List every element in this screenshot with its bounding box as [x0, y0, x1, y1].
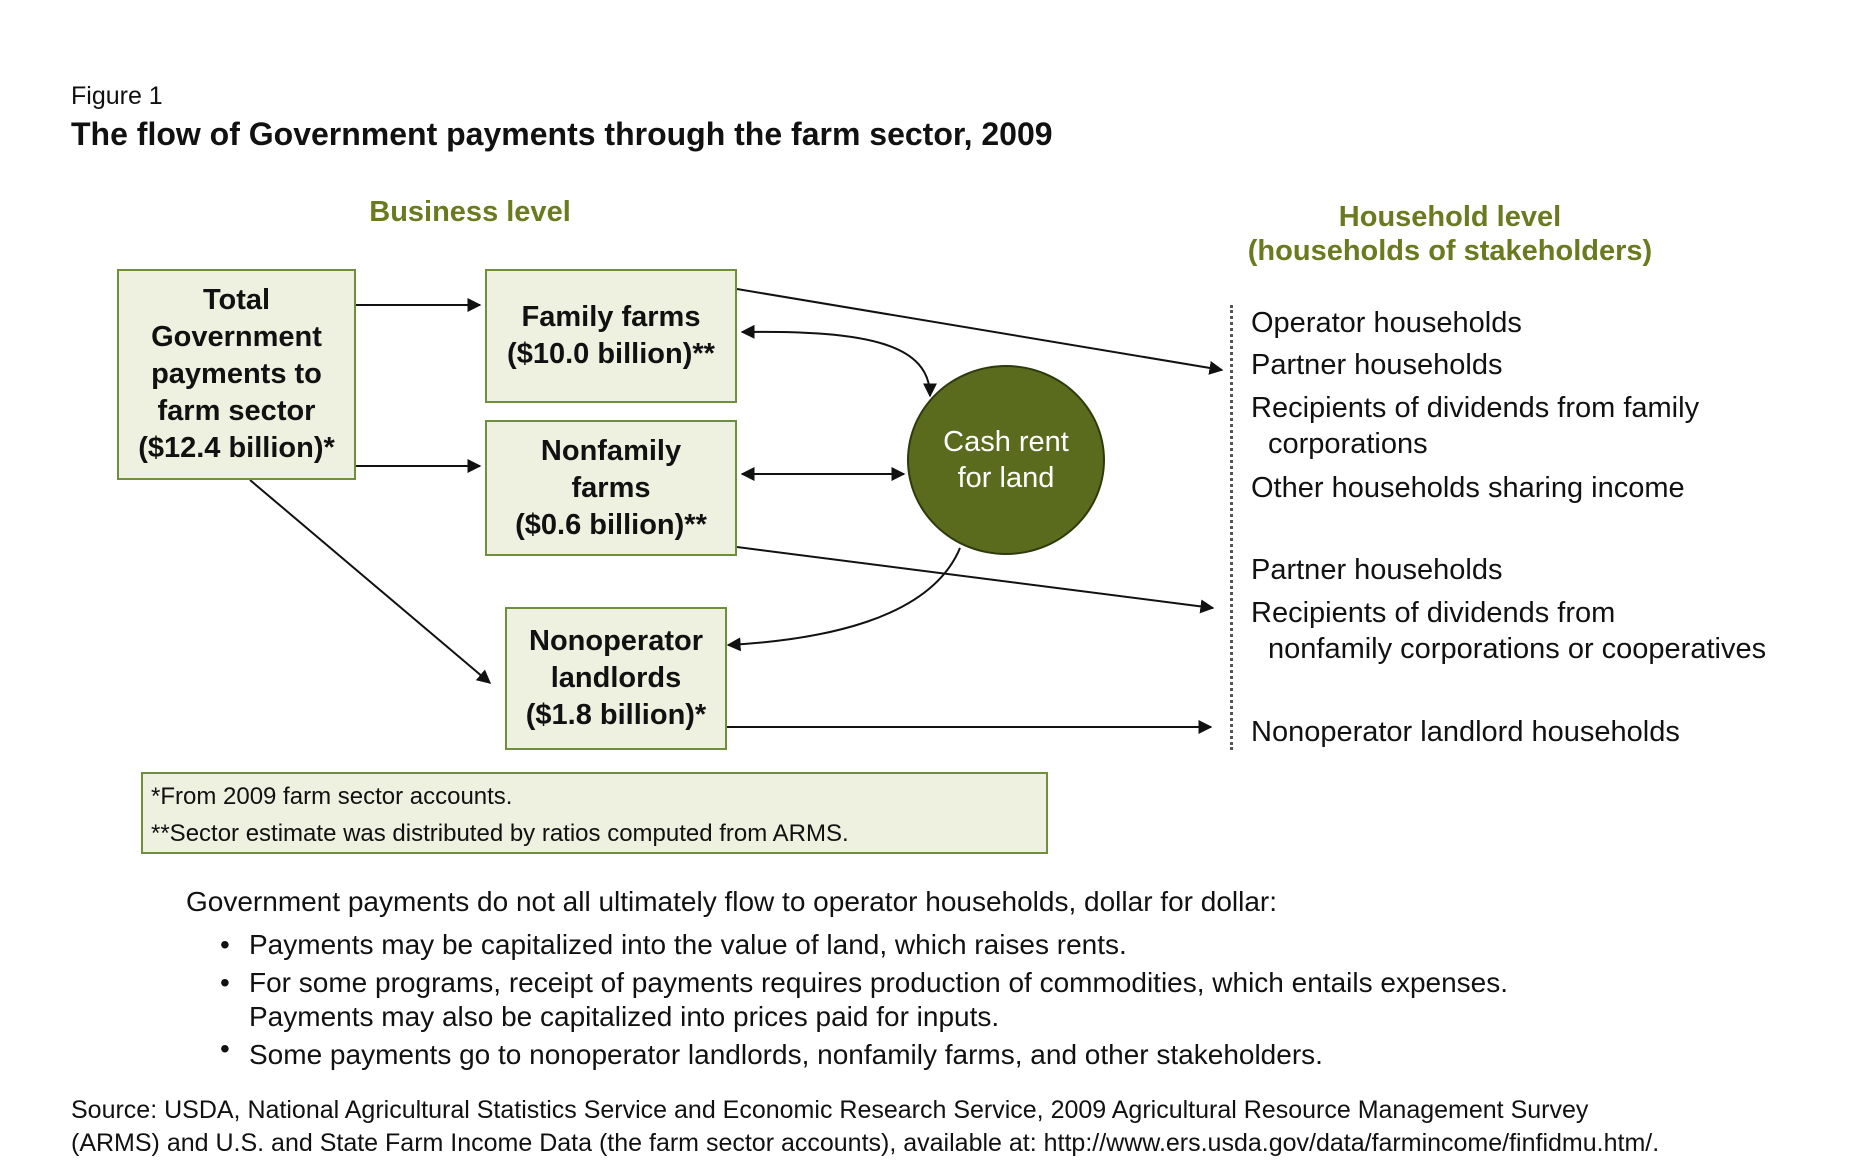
box-line: Family farms [521, 301, 701, 333]
footnote: *From 2009 farm sector accounts. [151, 783, 513, 810]
bullet-icon: • [220, 967, 230, 998]
box-line: Nonfamily [540, 434, 682, 467]
arrow-cash-rent-to-nonoperator [726, 547, 961, 652]
source-line: (ARMS) and U.S. and State Farm Income Da… [71, 1129, 1660, 1157]
household-item: Recipients of dividends from family [1251, 392, 1700, 424]
box-family-farms: Family farms ($10.0 billion)** [485, 269, 737, 403]
box-line: Government [151, 321, 322, 353]
source-note: Source: USDA, National Agricultural Stat… [71, 1094, 1851, 1160]
bullet-icon: • [220, 929, 230, 960]
box-line: ($12.4 billion)* [138, 432, 335, 464]
box-line: farms [571, 471, 651, 504]
box-line: ($10.0 billion)** [507, 338, 715, 370]
arrow-family-cash-rent [740, 324, 937, 398]
bullet-text: For some programs, receipt of payments r… [249, 967, 1509, 998]
household-item: nonfamily corporations or cooperatives [1268, 633, 1767, 665]
household-divider [1230, 305, 1233, 750]
household-level-line: Household level [1338, 201, 1562, 233]
household-level-line: (households of stakeholders) [1247, 235, 1653, 267]
arrow-nonfamily-to-households [736, 546, 1215, 614]
bullet-text: Payments may be capitalized into the val… [249, 929, 1127, 960]
figure-title: The flow of Government payments through … [71, 116, 1053, 152]
arrow-total-to-nonoperator [249, 479, 492, 684]
box-line: payments to [151, 358, 322, 390]
household-level-label: Household level (households of stakehold… [1180, 200, 1720, 268]
household-item: Partner households [1251, 349, 1503, 381]
bullet-text: Some payments go to nonoperator landlord… [249, 1039, 1323, 1070]
cash-rent-circle: Cash rent for land [907, 365, 1105, 555]
household-item: Recipients of dividends from [1251, 597, 1616, 629]
bullet-text: Payments may also be capitalized into pr… [249, 1001, 1000, 1032]
business-level-label: Business level [369, 196, 571, 228]
box-line: Total [202, 284, 271, 316]
box-line: landlords [550, 662, 682, 694]
household-item: Operator households [1251, 307, 1522, 339]
circle-line: Cash rent [943, 426, 1069, 458]
box-nonfamily-farms: Nonfamily farms ($0.6 billion)** [485, 420, 737, 556]
footnote: **Sector estimate was distributed by rat… [151, 820, 849, 847]
footnote-box: *From 2009 farm sector accounts. **Secto… [141, 772, 1048, 854]
box-line: farm sector [157, 395, 316, 427]
box-nonoperator-landlords: Nonoperator landlords ($1.8 billion)* [505, 607, 727, 750]
household-item: Partner households [1251, 554, 1503, 586]
household-item: Nonoperator landlord households [1251, 716, 1680, 748]
box-total-payments: Total Government payments to farm sector… [117, 269, 356, 480]
source-line: Source: USDA, National Agricultural Stat… [71, 1096, 1589, 1124]
box-line: ($0.6 billion)** [515, 508, 707, 541]
box-line: Nonoperator [529, 625, 703, 657]
box-line: ($1.8 billion)* [525, 699, 707, 731]
intro-text: Government payments do not all ultimatel… [186, 886, 1278, 917]
figure-label: Figure 1 [71, 82, 163, 110]
bullet-icon: • [220, 1033, 230, 1064]
circle-line: for land [957, 462, 1055, 494]
arrow-family-to-households [736, 288, 1224, 375]
household-item: corporations [1268, 428, 1428, 460]
household-item: Other households sharing income [1251, 472, 1685, 504]
